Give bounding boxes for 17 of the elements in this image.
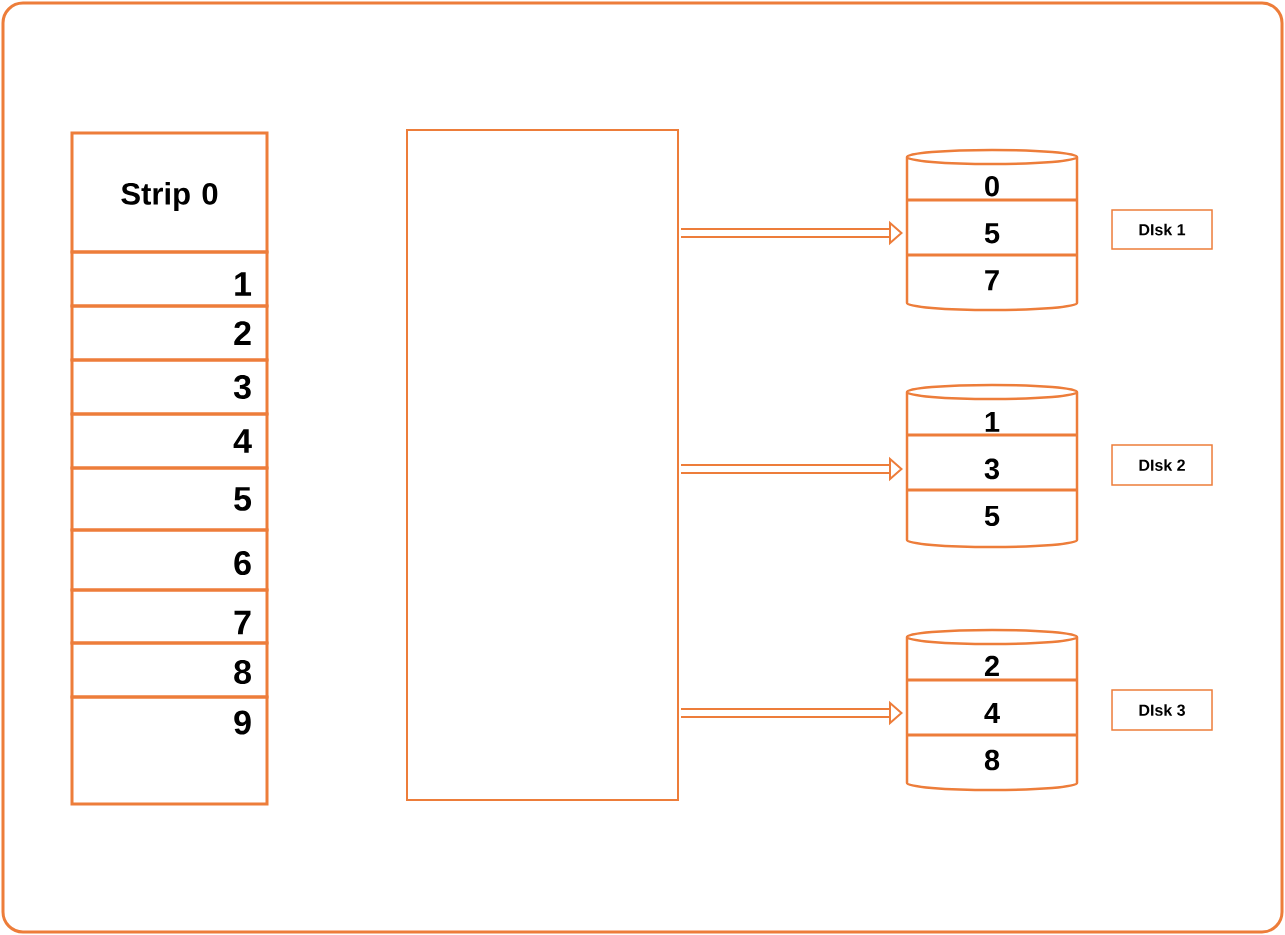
disk-cylinder: 1 3 5: [905, 383, 1079, 549]
table-cell: 7: [70, 588, 269, 645]
table-cell: 4: [70, 412, 269, 470]
disk-cylinder: 0 5 7: [905, 148, 1079, 312]
table-cell: 9: [70, 695, 269, 806]
table-cell: 1: [70, 250, 269, 308]
table-cell: 5: [70, 466, 269, 532]
table-cell: 3: [70, 358, 269, 416]
empty-box: [406, 129, 679, 801]
label-box: DIsk 3: [1111, 689, 1213, 731]
disk-cylinder: 2 4 8: [905, 628, 1079, 792]
label-box: DIsk 1: [1111, 209, 1213, 250]
label-box: DIsk 2: [1111, 444, 1213, 486]
table-cell: 8: [70, 641, 269, 699]
table-header: Strip 0: [70, 131, 269, 254]
table-cell: 2: [70, 304, 269, 362]
table-cell: 6: [70, 528, 269, 592]
